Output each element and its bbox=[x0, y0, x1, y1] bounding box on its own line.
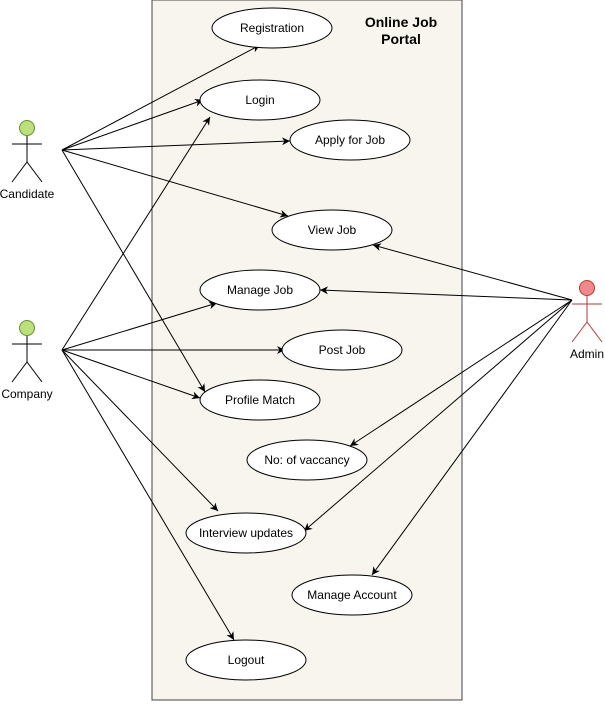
use-case-ellipse[interactable] bbox=[199, 379, 321, 421]
association-admin-manage-account bbox=[371, 299, 573, 576]
actor-head-icon bbox=[19, 320, 35, 336]
association-admin-no-of-vacancy bbox=[349, 299, 573, 447]
association-company-manage-job bbox=[61, 301, 218, 351]
actor-head-icon bbox=[19, 120, 35, 136]
actor-left-leg bbox=[11, 361, 28, 383]
use-case-ellipse[interactable] bbox=[199, 269, 321, 311]
actor-label: Candidate bbox=[0, 187, 55, 201]
use-case-login[interactable]: Login bbox=[199, 79, 321, 121]
use-case-label: Manage Job bbox=[227, 283, 293, 297]
association-admin-manage-job bbox=[319, 286, 573, 301]
actor-right-leg bbox=[26, 161, 43, 183]
use-case-ellipse[interactable] bbox=[199, 79, 321, 121]
actor-company[interactable]: Company bbox=[1, 320, 53, 402]
association-company-logout bbox=[61, 349, 235, 641]
association-company-profile-match bbox=[61, 349, 201, 400]
actor-candidate[interactable]: Candidate bbox=[0, 120, 55, 202]
use-case-label: Logout bbox=[228, 653, 265, 667]
use-case-label: No: of vaccancy bbox=[264, 453, 349, 467]
actor-label: Admin bbox=[570, 347, 604, 361]
use-case-interview-updates[interactable]: Interview updates bbox=[185, 512, 307, 554]
use-case-ellipse[interactable] bbox=[246, 439, 368, 481]
use-case-profile-match[interactable]: Profile Match bbox=[199, 379, 321, 421]
association-candidate-registration bbox=[61, 44, 261, 151]
use-case-view-job[interactable]: View Job bbox=[271, 209, 393, 251]
use-case-label: Post Job bbox=[319, 343, 366, 357]
use-case-no-of-vacancy[interactable]: No: of vaccancy bbox=[246, 439, 368, 481]
association-candidate-apply-for-job bbox=[61, 137, 291, 151]
use-case-ellipse[interactable] bbox=[185, 639, 307, 681]
use-case-apply-for-job[interactable]: Apply for Job bbox=[289, 119, 411, 161]
actor-head-icon bbox=[579, 280, 595, 296]
system-title-line-1: Online Job bbox=[365, 14, 437, 30]
association-candidate-profile-match bbox=[61, 149, 206, 393]
actor-right-leg bbox=[586, 321, 603, 343]
use-case-post-job[interactable]: Post Job bbox=[281, 329, 403, 371]
use-case-ellipse[interactable] bbox=[211, 7, 333, 49]
association-company-login bbox=[61, 116, 211, 351]
use-case-label: Manage Account bbox=[307, 588, 397, 602]
association-company-interview-updates bbox=[61, 349, 219, 512]
use-case-label: View Job bbox=[308, 223, 357, 237]
association-candidate-login bbox=[61, 98, 204, 151]
use-case-label: Registration bbox=[240, 21, 304, 35]
use-case-registration[interactable]: Registration bbox=[211, 7, 333, 49]
associations bbox=[61, 44, 573, 641]
use-case-label: Interview updates bbox=[199, 526, 293, 540]
use-case-manage-job[interactable]: Manage Job bbox=[199, 269, 321, 311]
use-case-ellipse[interactable] bbox=[281, 329, 403, 371]
use-case-ellipse[interactable] bbox=[185, 512, 307, 554]
use-case-label: Apply for Job bbox=[315, 133, 385, 147]
use-case-ellipse[interactable] bbox=[289, 119, 411, 161]
actor-right-leg bbox=[26, 361, 43, 383]
association-candidate-view-job bbox=[61, 149, 289, 218]
actor-label: Company bbox=[1, 387, 52, 401]
use-case-ellipse[interactable] bbox=[271, 209, 393, 251]
use-case-ellipse[interactable] bbox=[291, 574, 413, 616]
use-case-logout[interactable]: Logout bbox=[185, 639, 307, 681]
use-case-manage-account[interactable]: Manage Account bbox=[291, 574, 413, 616]
use-case-label: Profile Match bbox=[225, 393, 295, 407]
actor-left-leg bbox=[11, 161, 28, 183]
system-title-line-2: Portal bbox=[381, 31, 421, 47]
use-case-label: Login bbox=[245, 93, 274, 107]
association-admin-interview-updates bbox=[303, 299, 573, 532]
association-admin-view-job bbox=[372, 243, 573, 301]
actor-admin[interactable]: Admin bbox=[570, 280, 604, 362]
actor-left-leg bbox=[571, 321, 588, 343]
